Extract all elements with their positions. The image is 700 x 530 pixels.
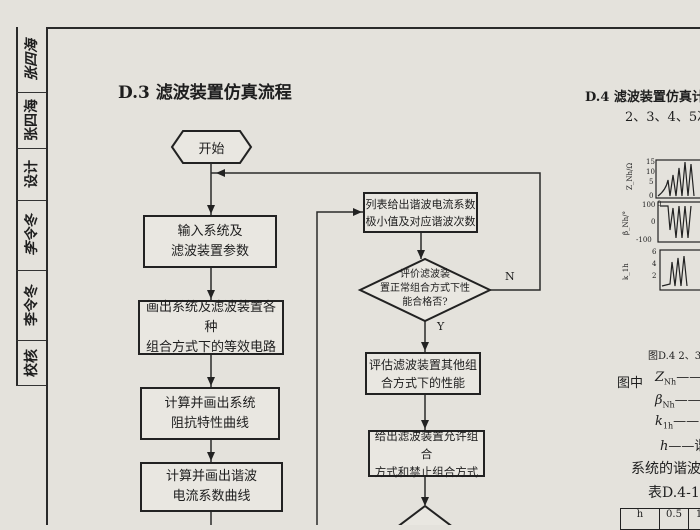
table-cell: 0.5 (660, 509, 689, 529)
step-input-params: 输入系统及滤波装置参数 (143, 215, 277, 268)
step-list-minima: 列表给出谐波电流系数极小值及对应谐波次数 (363, 192, 478, 233)
step-allowed-modes: 给出滤波装置允许组合方式和禁止组合方式 (368, 429, 485, 479)
beta-curve (660, 205, 692, 239)
step-impedance-curve: 计算并画出系统阻抗特性曲线 (140, 387, 280, 440)
z-tick: 15 (646, 158, 655, 166)
z-tick: 5 (649, 178, 653, 186)
z-axis-label: Z_Nh/Ω (626, 163, 634, 190)
decision-yes-label: Y (437, 320, 445, 333)
k-tick: 4 (652, 260, 657, 268)
beta-tick: 100 (642, 201, 655, 209)
table-title: 表D.4-1 (648, 485, 700, 501)
z-curve (657, 161, 695, 197)
k-curve (661, 255, 688, 287)
legend-h: h——谐 (660, 439, 700, 454)
start-terminal (170, 130, 253, 164)
z-tick: 0 (649, 192, 653, 200)
right-subtitle: 2、3、4、5次 (625, 110, 700, 125)
harmonic-table: h 0.5 1 (620, 508, 700, 530)
legend-beta: βNh—— (655, 393, 700, 410)
legend-z: ZNh—— (655, 370, 700, 387)
paragraph-text: 系统的谐波 (631, 461, 700, 477)
title-block-border (16, 27, 18, 385)
decision-no-label: N (505, 270, 515, 283)
signature-designer: 张四海 (16, 27, 46, 93)
beta-tick: -100 (636, 236, 652, 244)
figure-caption: 图D.4 2、3 (648, 351, 700, 362)
section-title: D.3 滤波装置仿真流程 (118, 83, 292, 103)
legend-intro: 图中 (617, 376, 644, 391)
z-chart-frame (655, 159, 700, 199)
decision-diamond-2 (398, 504, 452, 525)
step-harmonic-curve: 计算并画出谐波电流系数曲线 (140, 462, 283, 512)
k-chart-frame (659, 249, 700, 291)
beta-tick: 0 (651, 218, 655, 226)
table-cell: h (621, 509, 660, 529)
page-border-left (46, 27, 48, 525)
right-section-title: D.4 滤波装置仿真计 (585, 90, 700, 105)
decision-diamond (357, 257, 493, 323)
checker-label: 校核 (16, 340, 46, 386)
checker-name: 李令冬 (16, 270, 46, 341)
simulation-charts: 15 10 5 0 100 0 -100 6 4 2 0 Z_Nh/Ω β_Nh… (622, 158, 700, 291)
table-cell: 1 (695, 509, 700, 520)
z-tick: 10 (646, 168, 655, 176)
decision-text: 评价滤波装置正常组合方式下性能合格否? (380, 269, 470, 308)
k-tick: 6 (652, 248, 657, 256)
beta-chart-frame (657, 201, 700, 243)
page-border-top (46, 27, 700, 29)
start-label: 开始 (198, 142, 225, 157)
designer-label: 设计 (16, 148, 46, 201)
k-axis-label: k_1h (622, 263, 630, 280)
step-evaluate-other: 评估滤波装置其他组合方式下的性能 (365, 352, 481, 395)
signature-checker: 李令冬 (16, 200, 46, 271)
designer-name: 张四海 (16, 92, 46, 149)
step-equivalent-circuit: 画出系统及滤波装置各种组合方式下的等效电路 (138, 300, 284, 355)
x-tick: 0 (657, 200, 661, 208)
flowchart-connectors (170, 130, 541, 525)
legend-k: k1h—— (655, 414, 700, 431)
k-tick: 2 (652, 272, 656, 280)
beta-axis-label: β_Nh/° (622, 211, 630, 235)
